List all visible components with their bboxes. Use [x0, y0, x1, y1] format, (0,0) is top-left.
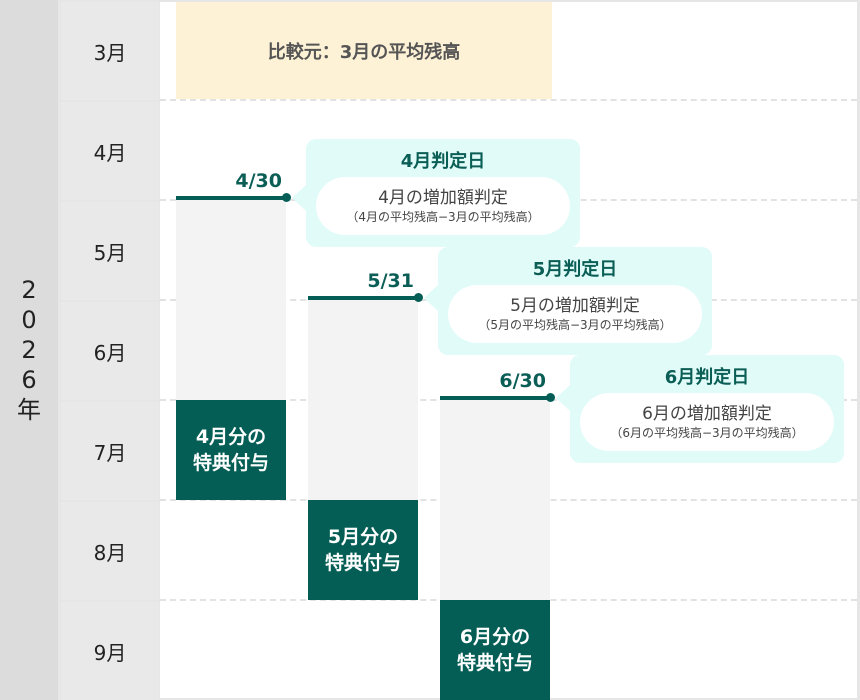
judgment-date-label: 6/30 [499, 370, 546, 392]
callout-formula: （6月の平均残高−3月の平均残高） [610, 426, 804, 440]
callout-formula: （5月の平均残高−3月の平均残高） [478, 318, 672, 332]
month-cell-6: 6月 [61, 302, 159, 400]
judgment-callout-may: 5月判定日 5月の増加額判定 （5月の平均残高−3月の平均残高） [438, 247, 712, 355]
year-char: 年 [17, 396, 41, 424]
period-bar-april [176, 199, 286, 400]
callout-pointer [556, 385, 570, 411]
callout-main-text: 4月の増加額判定 [378, 188, 508, 208]
callout-pointer [424, 285, 438, 311]
judgment-date-marker [282, 193, 291, 202]
month-cell-4: 4月 [61, 102, 159, 200]
callout-pointer [292, 185, 306, 211]
callout-formula: （4月の平均残高−3月の平均残高） [346, 210, 540, 224]
callout-body: 6月の増加額判定 （6月の平均残高−3月の平均残高） [580, 393, 834, 451]
judgment-date-line [176, 196, 286, 200]
judgment-date-line [440, 396, 550, 400]
judgment-date-line [308, 296, 418, 300]
year-label: 2 0 2 6 年 [17, 275, 41, 425]
month-cell-9: 9月 [61, 602, 159, 700]
callout-body: 5月の増加額判定 （5月の平均残高−3月の平均残高） [448, 285, 702, 343]
year-char: 2 [21, 276, 37, 304]
callout-main-text: 5月の増加額判定 [510, 296, 640, 316]
grant-label-line1: 6月分の [459, 626, 531, 648]
row-divider [160, 99, 857, 101]
grant-label-line1: 4月分の [195, 426, 267, 448]
year-char: 0 [21, 306, 37, 334]
year-char: 2 [21, 336, 37, 364]
judgment-callout-april: 4月判定日 4月の増加額判定 （4月の平均残高−3月の平均残高） [306, 139, 580, 247]
benefit-grant-june: 6月分の 特典付与 [440, 600, 550, 700]
comparison-baseline-box: 比較元：3月の平均残高 [176, 2, 552, 99]
judgment-date-marker [414, 293, 423, 302]
year-column: 2 0 2 6 年 [0, 0, 58, 700]
callout-title: 6月判定日 [664, 367, 750, 388]
year-char: 6 [21, 366, 37, 394]
benefit-grant-may: 5月分の 特典付与 [308, 500, 418, 600]
callout-main-text: 6月の増加額判定 [642, 404, 772, 424]
benefit-grant-april: 4月分の 特典付与 [176, 400, 286, 500]
grant-label-line2: 特典付与 [456, 652, 533, 674]
judgment-date-label: 4/30 [235, 170, 282, 192]
grant-label-line2: 特典付与 [324, 552, 401, 574]
month-cell-7: 7月 [61, 402, 159, 500]
grant-label-line1: 5月分の [327, 526, 399, 548]
month-cell-5: 5月 [61, 202, 159, 300]
period-bar-may [308, 299, 418, 500]
callout-body: 4月の増加額判定 （4月の平均残高−3月の平均残高） [316, 177, 570, 235]
judgment-date-label: 5/31 [367, 270, 414, 292]
period-bar-june [440, 399, 550, 600]
month-cell-8: 8月 [61, 502, 159, 600]
grant-label-line2: 特典付与 [192, 452, 269, 474]
judgment-callout-june: 6月判定日 6月の増加額判定 （6月の平均残高−3月の平均残高） [570, 355, 844, 463]
judgment-date-marker [546, 393, 555, 402]
month-cell-3: 3月 [61, 2, 159, 100]
callout-title: 5月判定日 [532, 259, 618, 280]
callout-title: 4月判定日 [400, 151, 486, 172]
